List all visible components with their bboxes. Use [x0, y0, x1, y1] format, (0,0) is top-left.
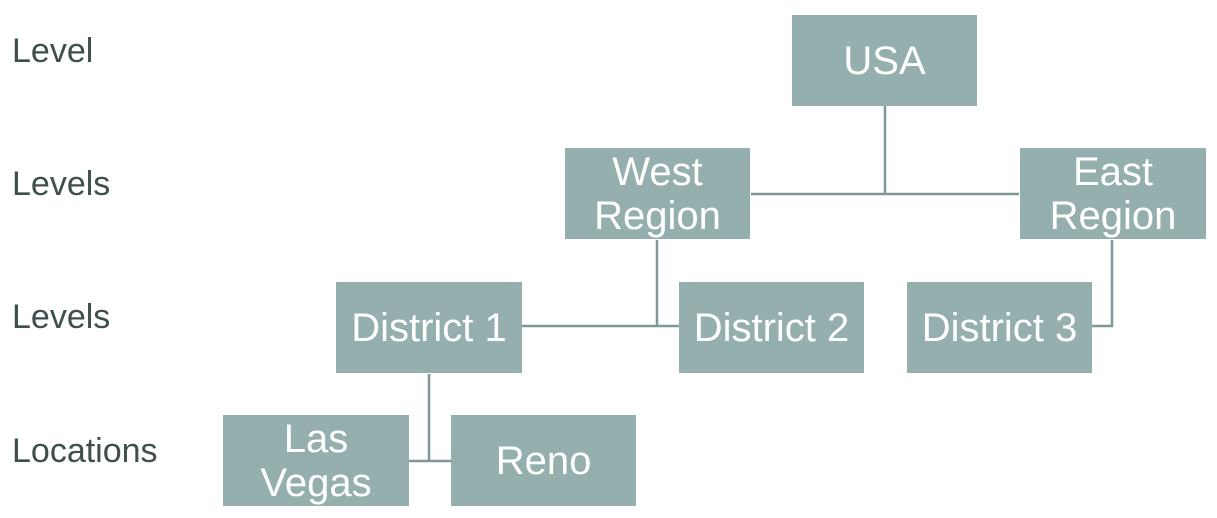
node-las-vegas: Las Vegas: [223, 415, 409, 506]
node-west-region: West Region: [565, 148, 750, 239]
level-label-1: Level: [12, 32, 94, 70]
level-label-2: Levels: [12, 165, 111, 203]
level-label-4: Locations: [12, 432, 158, 470]
node-usa: USA: [792, 15, 977, 106]
node-district-2: District 2: [679, 282, 864, 373]
node-district-1: District 1: [336, 282, 522, 373]
level-label-3: Levels: [12, 298, 111, 336]
node-district-3: District 3: [907, 282, 1092, 373]
node-east-region: East Region: [1020, 148, 1206, 239]
connector-east-elbow: [1092, 240, 1114, 328]
node-reno: Reno: [451, 415, 636, 506]
